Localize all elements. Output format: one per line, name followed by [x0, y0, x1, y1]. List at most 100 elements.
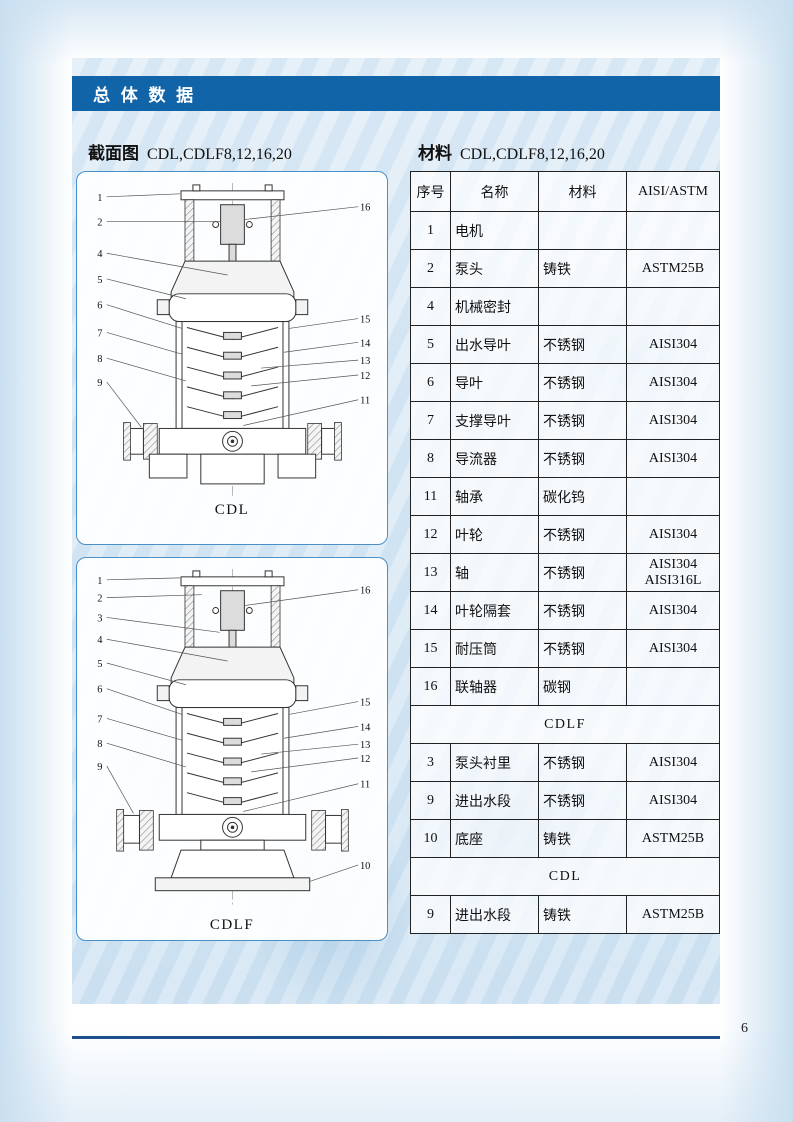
callout-number: 8 — [97, 354, 102, 365]
callout-number: 16 — [359, 203, 369, 214]
table-section-label: CDLF — [410, 705, 720, 744]
callout-number: 13 — [359, 740, 369, 751]
table-cell: 3 — [410, 743, 451, 782]
table-cell: 铸铁 — [538, 249, 627, 288]
table-cell: 16 — [410, 667, 451, 706]
table-cell — [626, 287, 720, 326]
callout-leader-line — [106, 688, 182, 715]
table-cell: 9 — [410, 781, 451, 820]
table-cell: 进出水段 — [450, 781, 539, 820]
page-title: 总 体 数 据 — [93, 86, 197, 105]
callout-number: 8 — [97, 739, 102, 750]
table-cell: 不锈钢 — [538, 743, 627, 782]
column-header: 序号 — [410, 171, 451, 212]
table-cell: 铸铁 — [538, 819, 627, 858]
callout-number: 2 — [97, 218, 102, 229]
callout-number: 14 — [359, 338, 370, 349]
callout-leader-line — [260, 743, 358, 755]
callout-number: 11 — [360, 780, 370, 791]
callout-number: 5 — [97, 275, 102, 286]
callout-leader-line — [260, 359, 358, 369]
callout-number: 2 — [97, 594, 102, 605]
table-cell: 不锈钢 — [538, 629, 627, 668]
table-cell: 底座 — [450, 819, 539, 858]
table-cell: 碳钢 — [538, 667, 627, 706]
cross-section-heading: 截面图 — [88, 144, 139, 163]
callout-number: 12 — [359, 371, 369, 382]
table-cell: 铸铁 — [538, 895, 627, 934]
table-cell: 不锈钢 — [538, 325, 627, 364]
column-header: 材料 — [538, 171, 627, 212]
table-cell: 不锈钢 — [538, 401, 627, 440]
table-cell: AISI304 — [626, 401, 720, 440]
table-cell: 耐压筒 — [450, 629, 539, 668]
callout-leader-line — [242, 783, 358, 812]
callout-leader-line — [283, 726, 358, 739]
table-cell: 泵头衬里 — [450, 743, 539, 782]
callout-leader-line — [106, 577, 180, 581]
callout-leader-line — [243, 206, 358, 220]
table-cell: 电机 — [450, 211, 539, 250]
table-cell: 8 — [410, 439, 451, 478]
table-section-label: CDL — [410, 857, 720, 896]
table-cell: 10 — [410, 819, 451, 858]
table-cell: 轴承 — [450, 477, 539, 516]
callout-leader-line — [106, 193, 180, 198]
callout-number: 14 — [359, 722, 370, 733]
table-cell: 导流器 — [450, 439, 539, 478]
callout-number: 7 — [97, 714, 102, 725]
callout-number: 5 — [97, 659, 102, 670]
footer-rule — [72, 1036, 720, 1039]
callout-leader-line — [288, 701, 358, 715]
table-cell: 2 — [410, 249, 451, 288]
table-cell: AISI304 — [626, 325, 720, 364]
callout-number: 1 — [97, 193, 102, 204]
table-cell: 15 — [410, 629, 451, 668]
callout-number: 9 — [97, 762, 102, 773]
table-cell — [626, 477, 720, 516]
callout-leader-line — [288, 318, 358, 329]
table-cell: 联轴器 — [450, 667, 539, 706]
table-cell: AISI304 — [626, 743, 720, 782]
callout-leader-line — [106, 252, 228, 276]
callout-leader-line — [105, 765, 134, 814]
callout-leader-line — [106, 638, 228, 662]
callout-number: 1 — [97, 576, 102, 587]
callout-number: 15 — [359, 315, 369, 326]
table-cell: 11 — [410, 477, 451, 516]
table-cell: 叶轮 — [450, 515, 539, 554]
table-cell: 导叶 — [450, 363, 539, 402]
callout-leader-line — [283, 341, 358, 353]
callout-leader-line — [106, 357, 186, 382]
table-cell: 泵头 — [450, 249, 539, 288]
column-header: 名称 — [450, 171, 539, 212]
table-cell: 14 — [410, 591, 451, 630]
table-cell: ASTM25B — [626, 895, 720, 934]
table-cell: AISI304 — [626, 629, 720, 668]
callout-leader-line — [106, 662, 186, 686]
header-bar: 总 体 数 据 — [72, 76, 720, 111]
callout-number: 12 — [359, 754, 369, 765]
pump-body — [115, 568, 349, 908]
table-cell: 碳化钨 — [538, 477, 627, 516]
table-cell — [538, 211, 627, 250]
table-cell: 12 — [410, 515, 451, 554]
table-cell: 9 — [410, 895, 451, 934]
callout-leader-line — [250, 757, 358, 773]
table-cell: 13 — [410, 553, 451, 592]
